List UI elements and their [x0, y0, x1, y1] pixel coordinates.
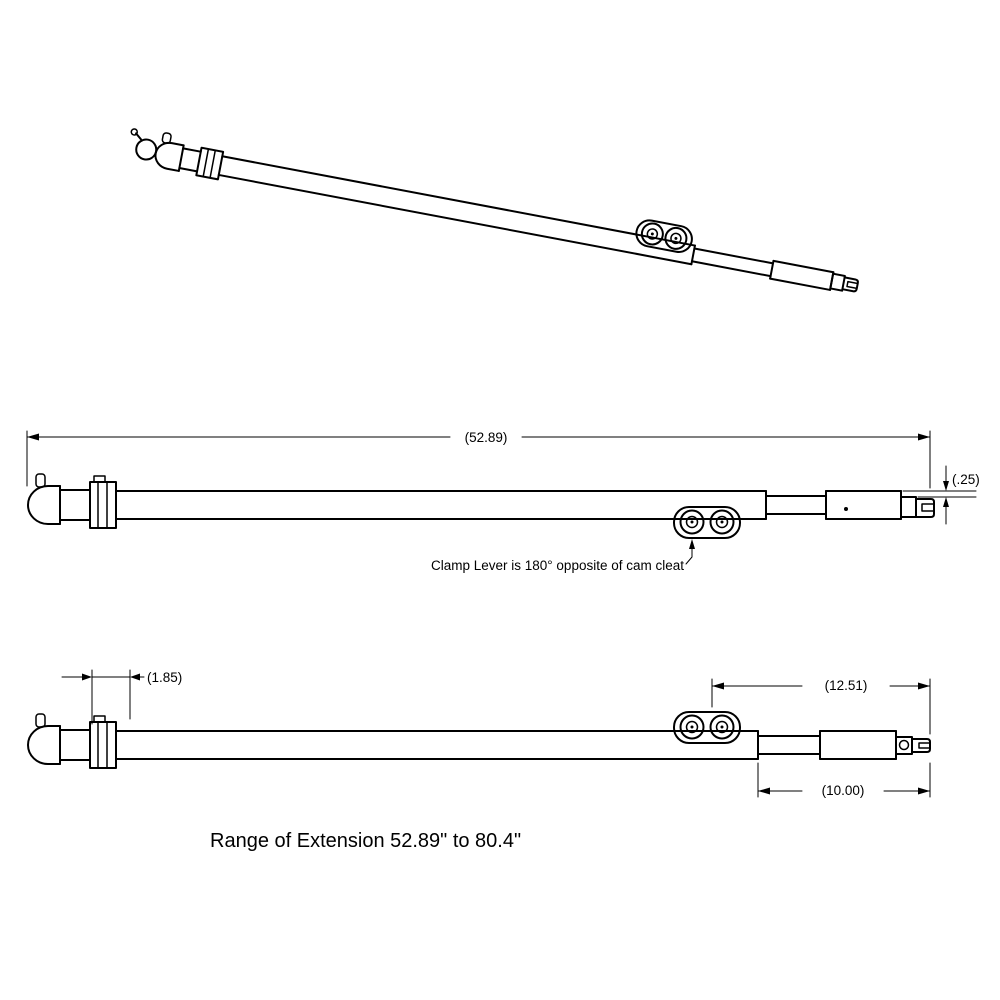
dimension-label-extension-lower: (10.00)	[822, 783, 865, 798]
clamp-annotation: Clamp Lever is 180° opposite of cam clea…	[431, 539, 695, 573]
clamp-collar	[195, 146, 225, 181]
pole-tube	[115, 490, 767, 520]
spring-button	[844, 507, 848, 511]
end-fitting	[895, 736, 931, 755]
pole-side-top	[27, 473, 935, 539]
outer-sleeve	[769, 259, 835, 291]
cam-cleat	[673, 506, 741, 539]
dimension-label-overall: (52.89)	[465, 430, 508, 445]
side-view-extension: (1.85) (12.51)	[27, 669, 931, 798]
inner-tube	[757, 730, 821, 760]
arrowhead-left	[758, 787, 770, 795]
dimension-overall-length: (52.89)	[26, 430, 931, 489]
arrowhead-left	[27, 433, 39, 441]
dimension-extension-upper: (12.51)	[711, 678, 931, 735]
side-view-overall: (52.89)	[26, 430, 980, 573]
clamp-collar	[89, 715, 117, 769]
inner-tube	[690, 247, 774, 278]
dimension-end-offset: (.25)	[902, 465, 980, 525]
dimension-extension-lower: (10.00)	[757, 762, 931, 798]
annotation-text: Clamp Lever is 180° opposite of cam clea…	[431, 558, 684, 573]
cam-cleat	[673, 711, 741, 744]
arrowhead-left	[712, 682, 724, 690]
arrowhead-right	[918, 433, 930, 441]
leader-arrowhead	[689, 539, 695, 549]
arrowhead-right	[82, 673, 92, 681]
arrowhead-up	[943, 497, 949, 507]
pole-tube	[217, 155, 696, 266]
end-fitting	[900, 496, 935, 518]
arrowhead-left	[130, 673, 140, 681]
arrowhead-right	[918, 787, 930, 795]
pole-side-bottom	[27, 711, 931, 769]
outer-sleeve	[819, 730, 897, 760]
end-fitting	[829, 272, 859, 293]
outer-sleeve	[825, 490, 902, 520]
dimension-collar-offset: (1.85)	[61, 669, 182, 725]
inner-tube	[765, 490, 827, 520]
dimension-label-end-offset: (.25)	[952, 472, 980, 487]
pole-tube	[115, 730, 759, 760]
arrowhead-down	[943, 481, 949, 491]
pole-end-cap	[27, 713, 61, 765]
pole-end-cap	[27, 473, 61, 525]
pole-end-cap	[154, 132, 185, 172]
clamp-collar	[89, 475, 117, 529]
dimension-label-collar-offset: (1.85)	[147, 670, 182, 685]
range-of-extension-text: Range of Extension 52.89" to 80.4"	[210, 830, 521, 852]
arrowhead-right	[918, 682, 930, 690]
dimension-label-extension-upper: (12.51)	[825, 678, 868, 693]
cam-cleat	[635, 219, 693, 253]
isometric-view	[130, 128, 859, 293]
